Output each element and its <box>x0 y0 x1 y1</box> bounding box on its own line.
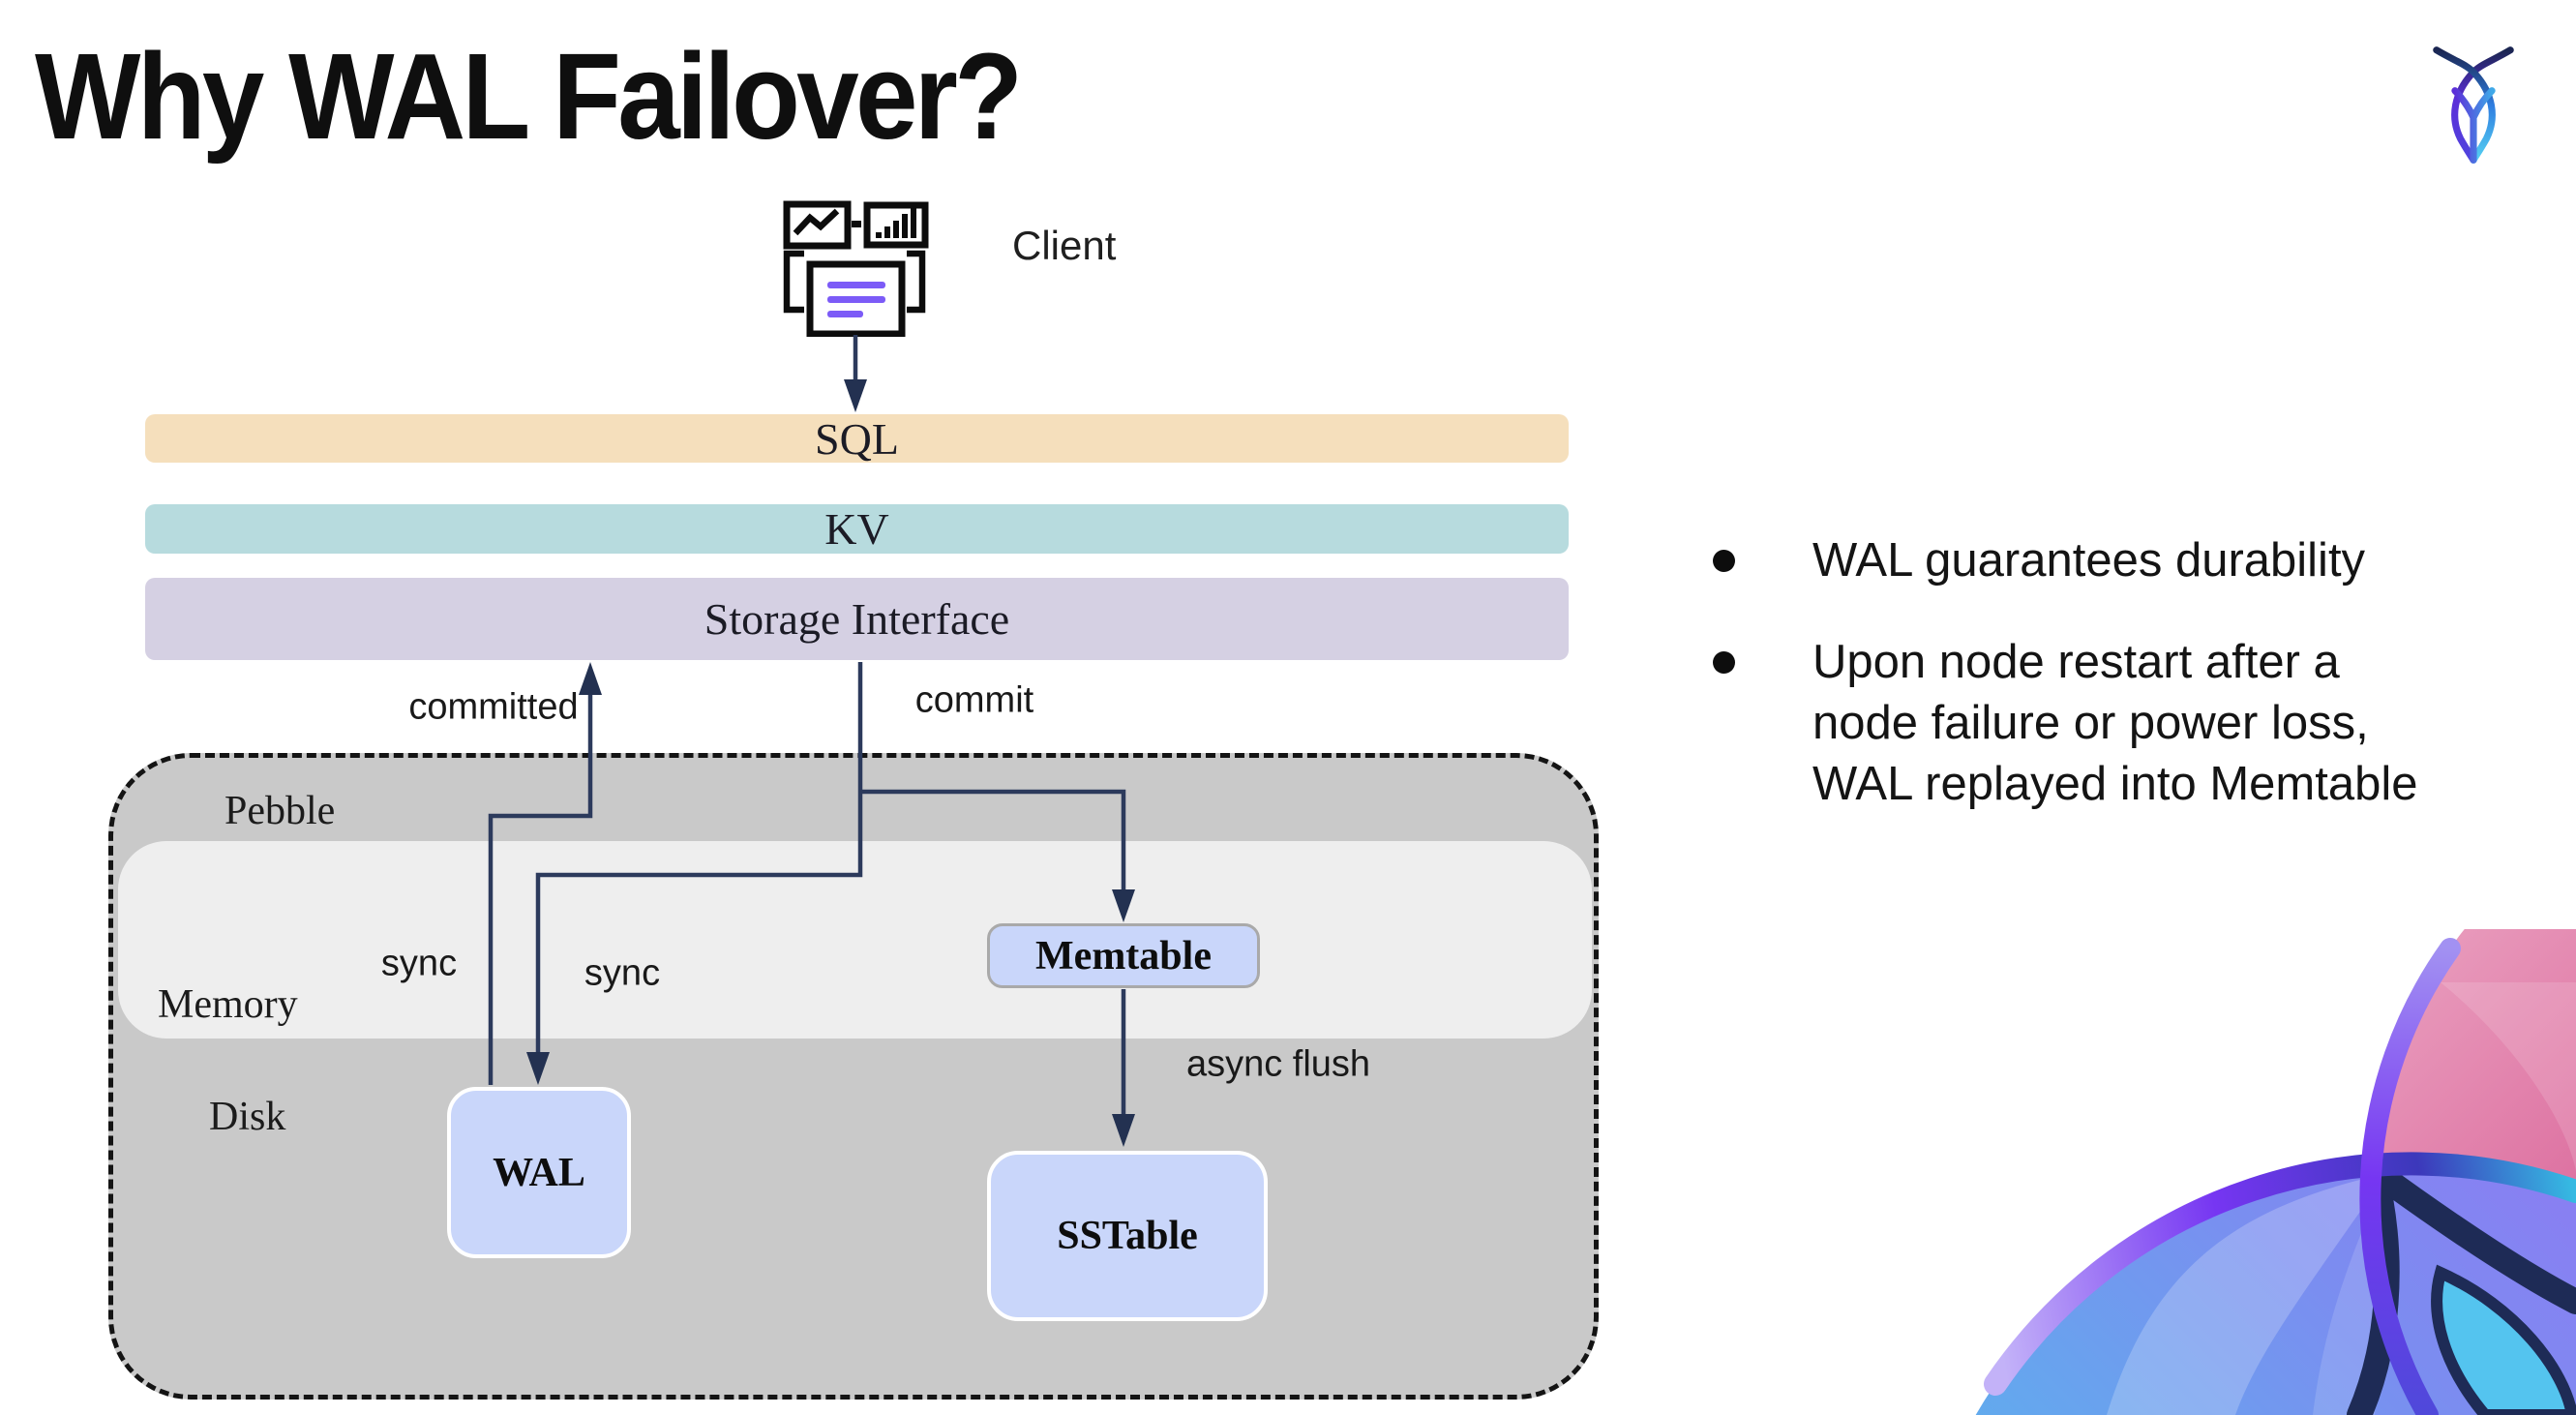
bullet-text: WAL guarantees durability <box>1812 530 2365 591</box>
logo-left-body <box>2451 46 2514 164</box>
bullet-item: WAL guarantees durability <box>1713 530 2564 591</box>
layer-bar-sql: SQL <box>145 413 1569 464</box>
glyph-branch <box>2362 1159 2576 1314</box>
document-icon <box>783 250 926 337</box>
edge-label-commit: commit <box>914 679 1034 721</box>
node-wal: WAL <box>447 1087 631 1258</box>
purple-cross-stroke <box>2359 938 2461 1415</box>
layer-bar-kv: KV <box>145 504 1569 554</box>
edge-label-sync-right: sync <box>584 952 661 994</box>
bullet-line: Upon node restart after a <box>1812 636 2340 688</box>
bullet-dot-icon <box>1713 651 1735 674</box>
client-icon <box>783 200 929 337</box>
bullet-line: WAL guarantees durability <box>1812 534 2366 587</box>
pebble-label: Pebble <box>225 789 336 833</box>
bullet-item: Upon node restart after a node failure or… <box>1713 632 2564 815</box>
client-label: Client <box>1012 223 1117 268</box>
cockroachdb-logo-icon <box>2433 46 2514 164</box>
node-sstable: SSTable <box>987 1151 1268 1321</box>
logo-right-body <box>2433 46 2496 164</box>
bullet-text: Upon node restart after a node failure or… <box>1812 632 2418 815</box>
bullet-line: node failure or power loss, <box>1812 697 2369 749</box>
node-memtable-label: Memtable <box>1035 933 1212 978</box>
line-chart-icon <box>783 200 852 250</box>
bar-chart-icon <box>863 201 929 249</box>
bullet-line: WAL replayed into Memtable <box>1812 758 2418 810</box>
disk-label: Disk <box>209 1095 286 1139</box>
page-title: Why WAL Failover? <box>35 28 1023 165</box>
node-wal-label: WAL <box>493 1150 585 1195</box>
arrowhead-into-storage <box>579 662 602 695</box>
brand-artwork <box>1975 929 2576 1415</box>
blue-sphere <box>1975 1163 2576 1415</box>
edge-label-async-flush: async flush <box>1185 1043 1371 1085</box>
memory-band <box>118 841 1592 1039</box>
edge-label-sync-left: sync <box>380 943 458 984</box>
blue-petal-highlight <box>2107 1173 2387 1415</box>
layer-bar-sql-label: SQL <box>815 413 899 464</box>
bullet-dot-icon <box>1713 550 1735 572</box>
layer-bar-storage-label: Storage Interface <box>704 594 1010 644</box>
memory-label: Memory <box>158 982 298 1027</box>
layer-bar-kv-label: KV <box>824 504 889 554</box>
layer-bar-storage: Storage Interface <box>145 578 1569 660</box>
edge-label-committed: committed <box>408 686 579 728</box>
pink-highlight <box>2441 982 2576 1171</box>
arrowhead-into-sql <box>844 379 867 412</box>
node-memtable: Memtable <box>987 923 1260 988</box>
node-sstable-label: SSTable <box>1057 1214 1198 1258</box>
purple-rim-stroke <box>1984 1152 2576 1396</box>
dash-connector-icon <box>852 221 861 227</box>
logo-y-vein <box>2451 87 2496 164</box>
